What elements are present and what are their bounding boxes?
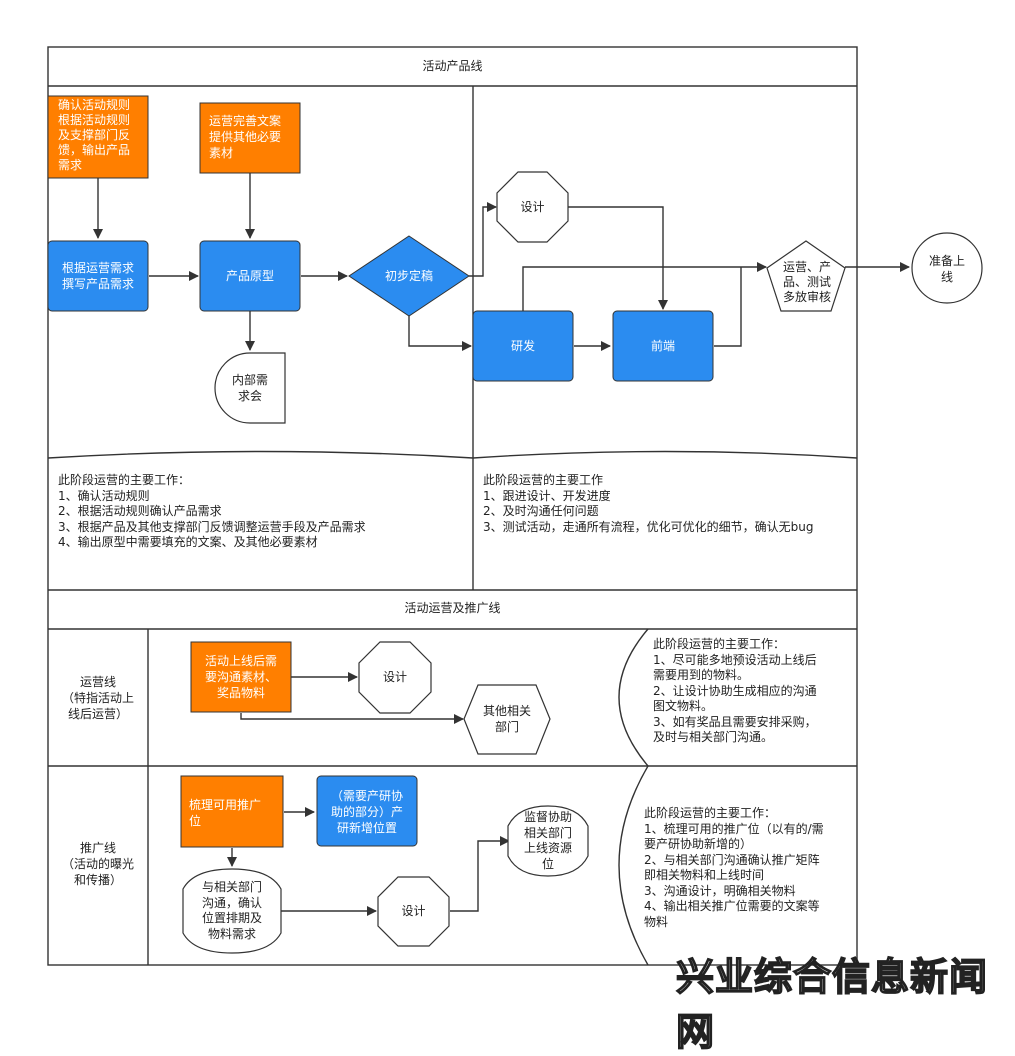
frontend-node: 前端 (650, 339, 675, 353)
communicate-node: 与相关部门 沟通，确认 位置排期及 物料需求 (201, 880, 262, 941)
shapes (47, 95, 983, 954)
design-top-node: 设计 (520, 200, 545, 214)
new-positions-node: （需要产研协 助的部分）产 研新增位置 (330, 789, 403, 835)
sort-positions-node: 梳理可用推广 位 (189, 798, 262, 828)
supervise-node: 监督协助 相关部门 上线资源 位 (523, 810, 572, 871)
frame-lines (47, 46, 858, 966)
review-node: 运营、产 品、测试 多放审核 (782, 259, 831, 304)
other-depts-node: 其他相关 部门 (482, 704, 531, 734)
promo-lane-label: 推广线 （活动的曝光 和传播） (61, 841, 134, 887)
internal-review-node: 内部需 求会 (231, 373, 268, 403)
ops-materials-node: 活动上线后需 要沟通素材、 奖品物料 (204, 654, 277, 700)
flowchart-canvas (47, 46, 983, 966)
ops-note: 此阶段运营的主要工作： 1、尽可能多地预设活动上线后 需要用到的物料。 2、让设… (653, 637, 817, 744)
ops-copy-node: 运营完善文案 提供其他必要 素材 (209, 114, 282, 160)
ops-lane-label: 运营线 （特指活动上 线后运营） (61, 675, 134, 721)
design-ops-node: 设计 (382, 670, 407, 684)
promo-note: 此阶段运营的主要工作： 1、梳理可用的推广位（以有的/需 要产研协助新增的） 2… (644, 806, 824, 929)
confirm-rules-node: 确认活动规则 根据活动规则 及支撑部门反 馈，输出产品 需求 (58, 98, 131, 172)
header-bottom: 活动运营及推广线 (404, 601, 501, 615)
draft-node: 初步定稿 (384, 269, 433, 283)
design-promo-node: 设计 (401, 904, 426, 918)
write-requirements-node: 根据运营需求 撰写产品需求 (61, 261, 134, 291)
prototype-node: 产品原型 (225, 269, 274, 283)
dev-node: 研发 (510, 339, 535, 353)
phase2-note: 此阶段运营的主要工作 1、跟进设计、开发进度 2、及时沟通任何问题 3、测试活动… (483, 473, 814, 534)
watermark: 兴业综合信息新闻网 (675, 954, 989, 1055)
header-top: 活动产品线 (422, 59, 483, 73)
connectors (93, 173, 910, 916)
ready-launch-node: 准备上 线 (928, 254, 965, 284)
phase1-note: 此阶段运营的主要工作： 1、确认活动规则 2、根据活动规则确认产品需求 3、根据… (58, 473, 366, 549)
